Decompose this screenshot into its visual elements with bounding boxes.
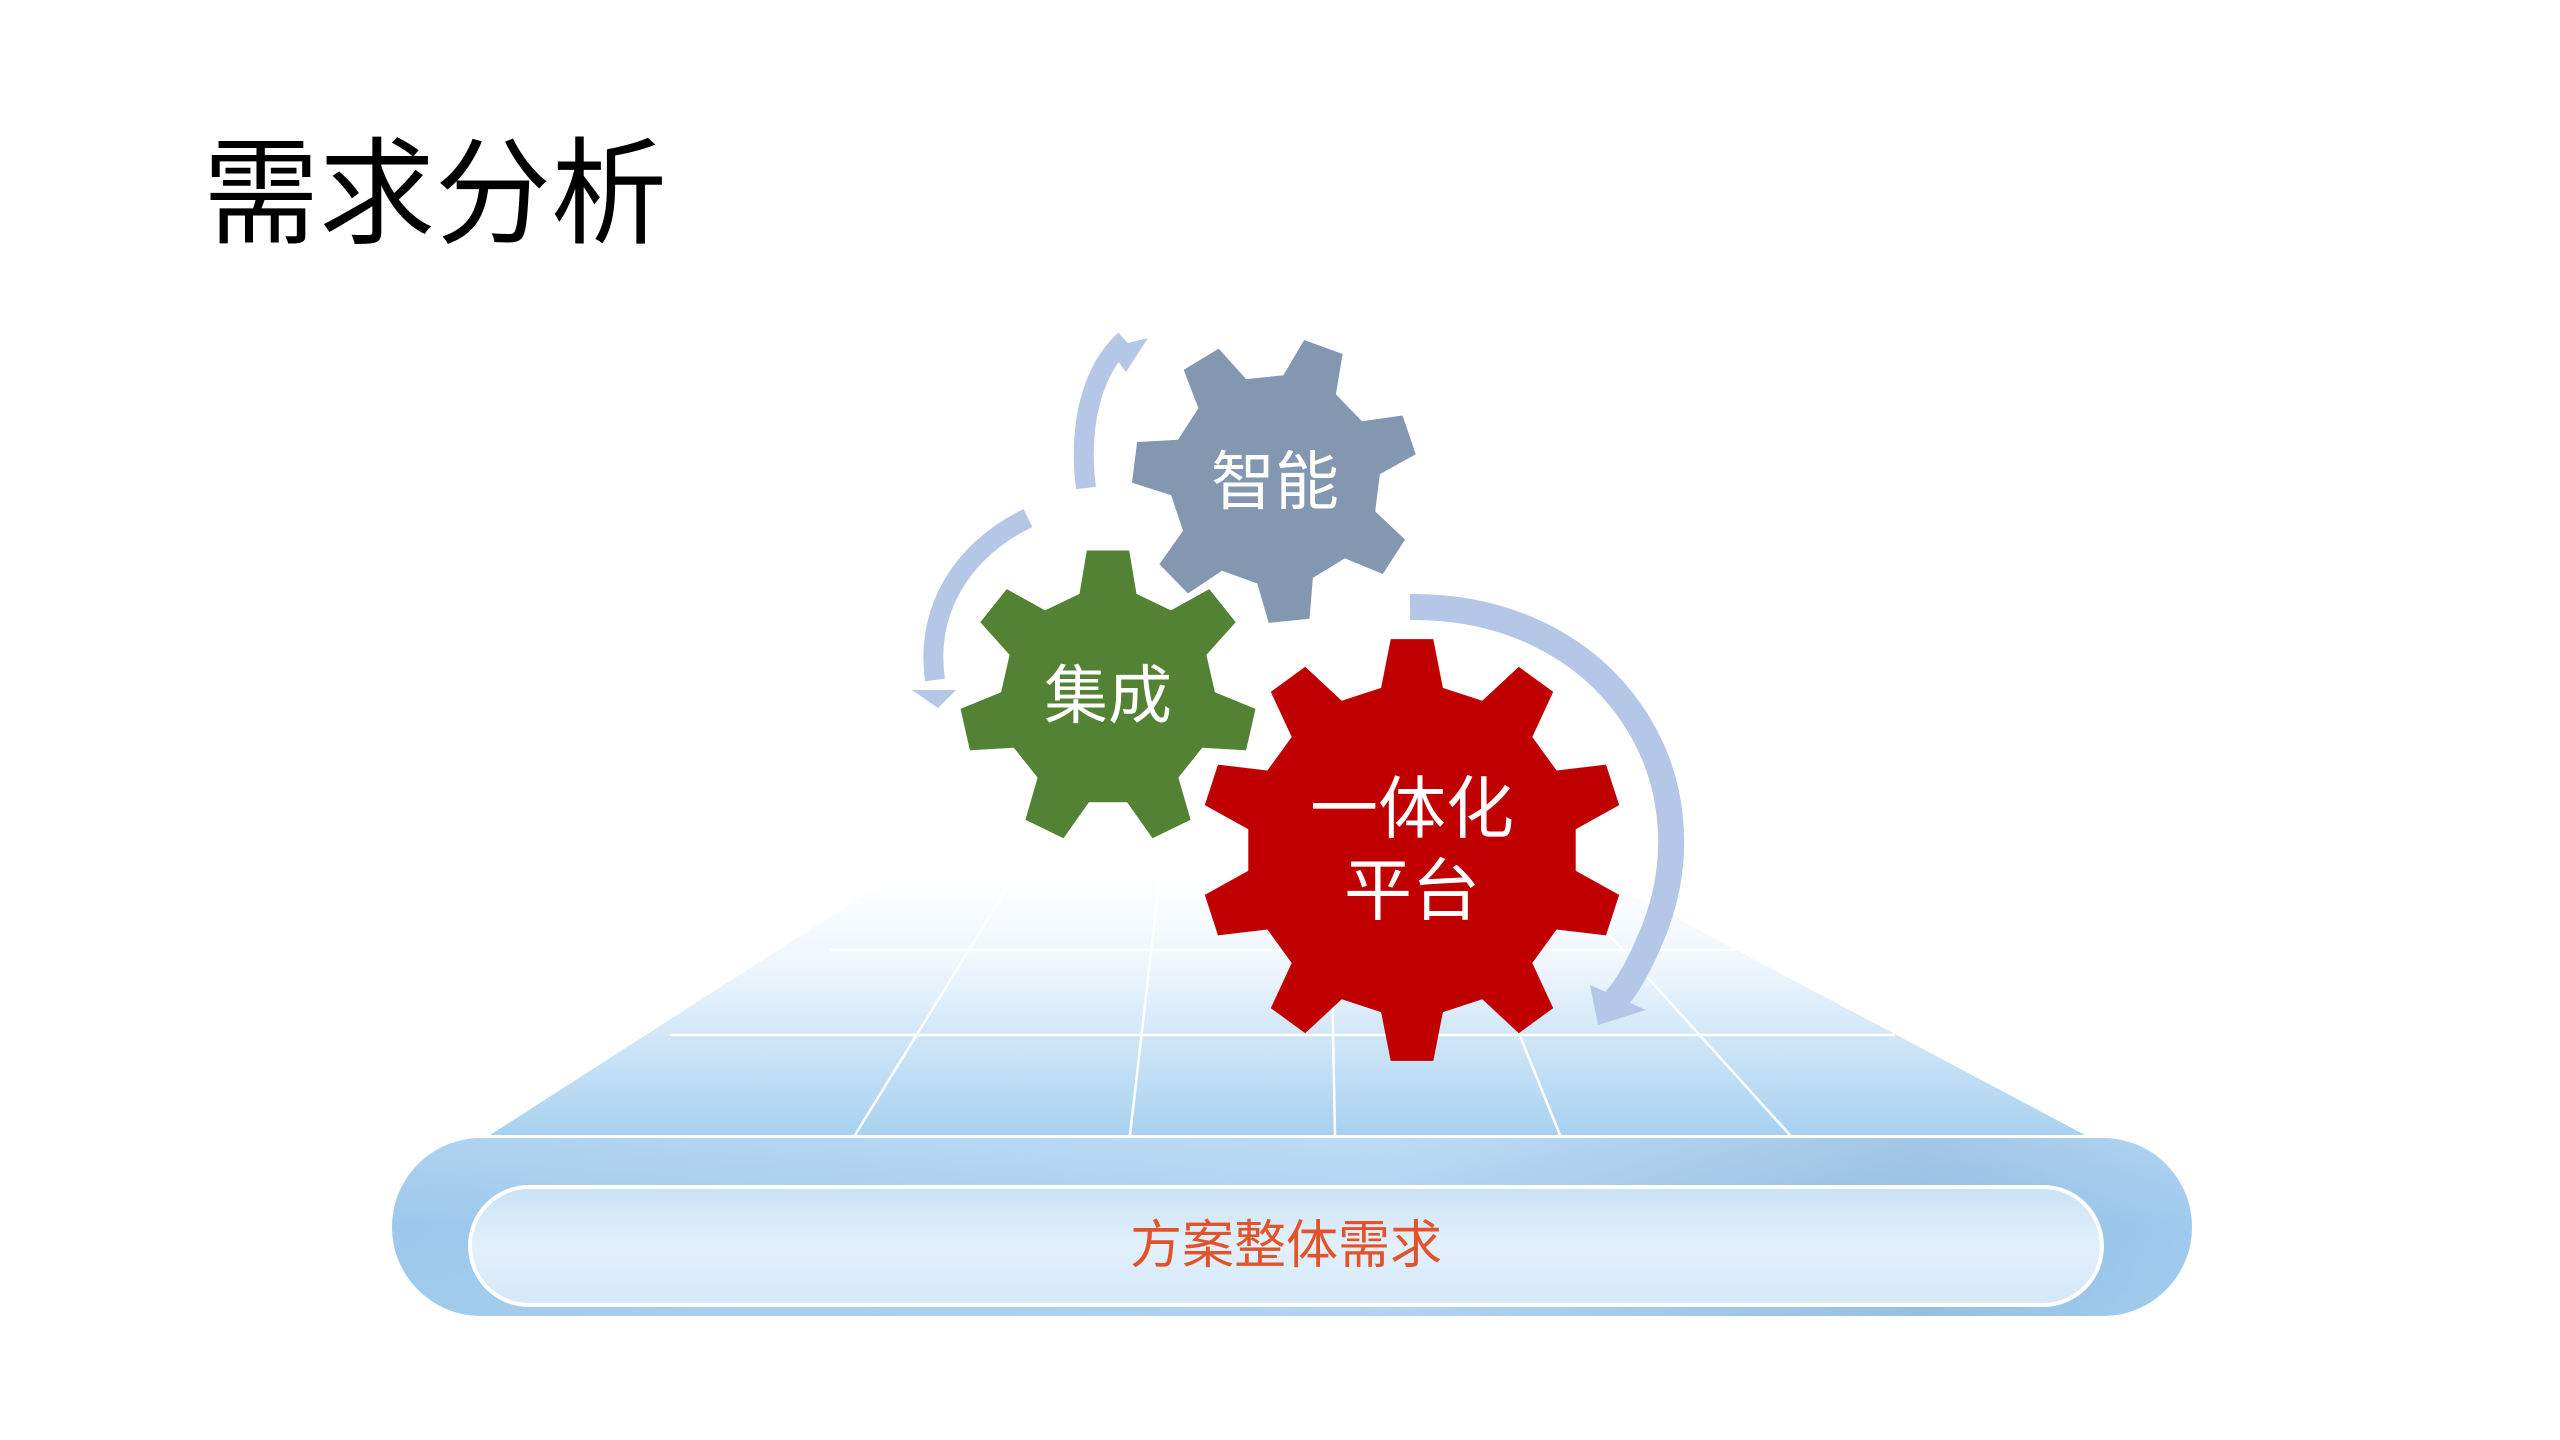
curved-arrow-icon — [923, 509, 1033, 682]
curved-arrow-icon — [1409, 593, 1685, 1015]
gear-icon — [960, 550, 1256, 839]
curved-arrow-head — [1108, 338, 1148, 372]
gear-icon — [1204, 639, 1620, 1061]
gear-label-platform-line1: 一体化 — [1310, 771, 1514, 850]
gear-label-platform-line2: 平台 — [1344, 853, 1480, 932]
base-label: 方案整体需求 — [1130, 1216, 1442, 1276]
slide-title: 需求分析 — [203, 127, 667, 262]
gear-icon — [1132, 340, 1416, 623]
gear-label-intelligence: 智能 — [1211, 446, 1339, 520]
arrows — [912, 332, 1685, 1025]
curved-arrow-head — [912, 690, 956, 708]
gear-platform: 一体化 平台 — [1204, 639, 1620, 1061]
gear-integration: 集成 — [960, 550, 1256, 839]
curved-arrow-head — [1590, 985, 1646, 1025]
base-inner-panel — [468, 1185, 2104, 1307]
gear-intelligence: 智能 — [1132, 340, 1416, 623]
gear-label-integration: 集成 — [1044, 660, 1172, 734]
base-bar: 方案整体需求 — [392, 1138, 2192, 1316]
